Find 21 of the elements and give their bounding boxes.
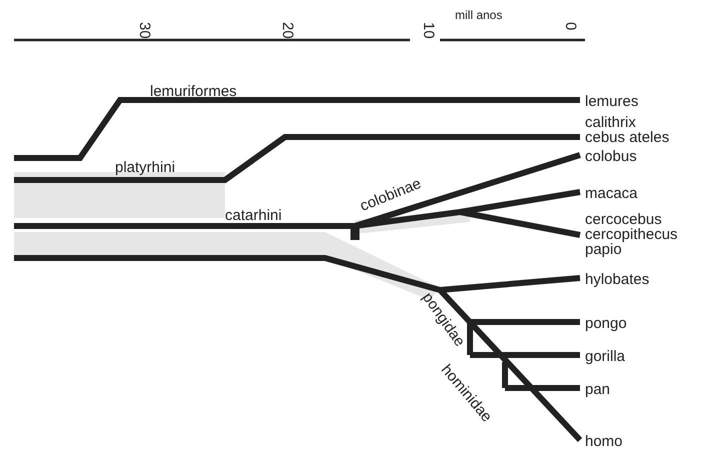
- axis-tick-label: 20: [280, 22, 295, 39]
- taxon-label: macaca: [585, 186, 638, 201]
- taxon-label: hylobates: [585, 272, 650, 287]
- axis-unit-label: mill anos: [455, 8, 502, 23]
- taxon-label: cercocebus: [585, 212, 662, 227]
- taxon-label: colobus: [585, 149, 637, 164]
- taxon-label: cercopithecus: [585, 227, 678, 242]
- taxon-label: calithrix: [585, 115, 636, 130]
- taxon-label: pongo: [585, 316, 627, 331]
- taxon-label: papio: [585, 242, 622, 257]
- clade-label: lemuriformes: [150, 84, 237, 99]
- clade-label: catarhini: [225, 208, 282, 223]
- taxon-label: homo: [585, 434, 623, 449]
- clade-label: platyrhini: [115, 160, 176, 175]
- taxon-label: gorilla: [585, 349, 626, 364]
- axis-tick-label: 10: [421, 22, 436, 39]
- taxon-label: pan: [585, 382, 610, 397]
- taxon-label: cebus ateles: [585, 130, 670, 145]
- axis-tick-label: 0: [563, 22, 578, 30]
- axis-tick-label: 30: [137, 22, 152, 39]
- taxon-label: lemures: [585, 94, 638, 109]
